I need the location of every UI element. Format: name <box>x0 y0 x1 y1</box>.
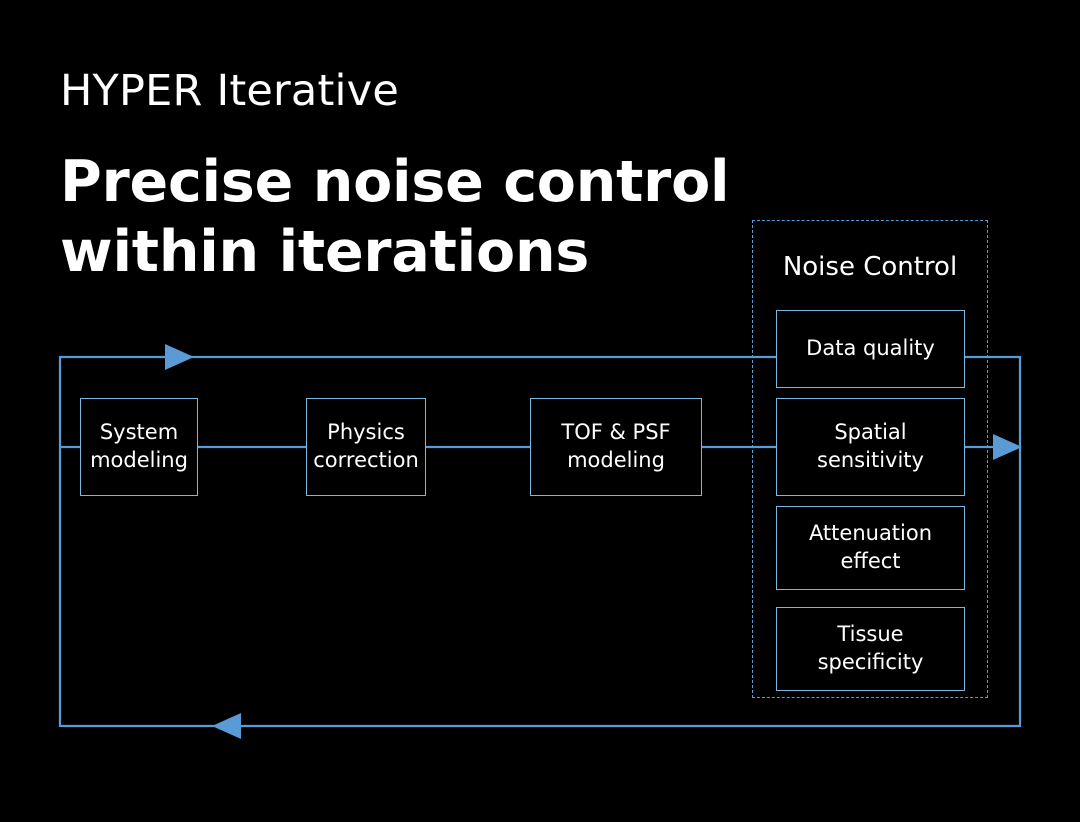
arrowhead-top-right-icon <box>165 344 194 370</box>
arrowhead-feedback-left-icon <box>212 713 241 739</box>
eyebrow-title: HYPER Iterative <box>60 66 399 116</box>
node-attenuation-effect[interactable]: Attenuation effect <box>776 506 965 590</box>
arrowhead-output-right-icon <box>993 434 1022 460</box>
noise-control-title: Noise Control <box>782 252 958 282</box>
node-system-modeling[interactable]: System modeling <box>80 398 198 496</box>
page-title: Precise noise control within iterations <box>60 149 730 285</box>
node-physics-correction[interactable]: Physics correction <box>306 398 426 496</box>
node-tissue-specificity[interactable]: Tissue specificity <box>776 607 965 691</box>
noise-control-panel <box>752 220 988 698</box>
node-spatial-sensitivity[interactable]: Spatial sensitivity <box>776 398 965 496</box>
node-tof-psf-modeling[interactable]: TOF & PSF modeling <box>530 398 702 496</box>
node-data-quality[interactable]: Data quality <box>776 310 965 388</box>
